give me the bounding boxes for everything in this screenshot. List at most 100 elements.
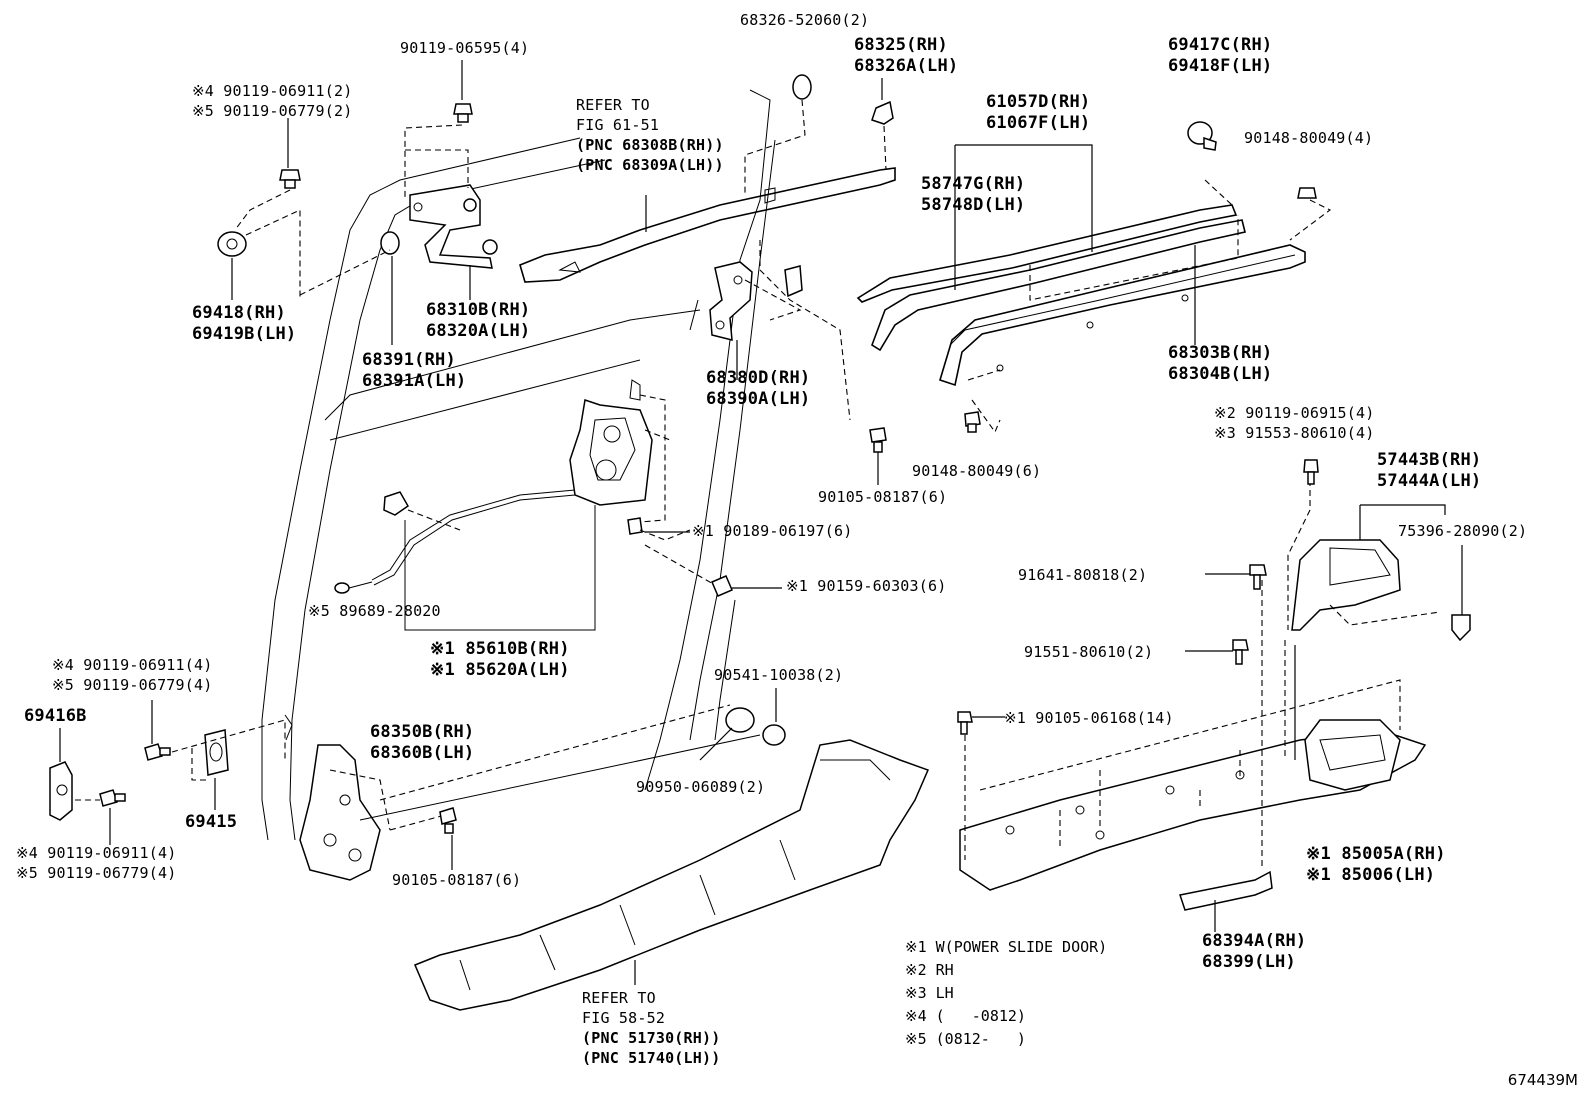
label-90148-80049-6: 90148-80049(6): [912, 462, 1042, 480]
label-group-68391: 68391(RH) 68391A(LH): [362, 350, 466, 392]
refer-top-line-2: FIG 61-51: [576, 116, 660, 134]
label-85005a-rh: ※1 85005A(RH): [1306, 844, 1446, 864]
label-90105-06168: ※1 90105-06168(14): [1004, 709, 1174, 727]
hinge-bracket-68310b: [409, 184, 498, 269]
note-3: ※3 LH: [905, 984, 954, 1002]
label-group-68303b: 68303B(RH) 68304B(LH): [1168, 343, 1272, 385]
upper-rail: [519, 167, 896, 283]
label-group-68325: 68325(RH) 68326A(LH): [854, 35, 958, 77]
refer-top-line-4: (PNC 68309A(LH)): [576, 156, 724, 174]
label-68310b-rh: 68310B(RH): [426, 300, 531, 320]
hinge-68380d: [709, 240, 887, 485]
note-5: ※5 (0812- ): [905, 1030, 1026, 1048]
refer-bot-line-2: FIG 58-52: [582, 1009, 666, 1027]
label-group-refer-61-51: REFER TO FIG 61-51 (PNC 68308B(RH)) (PNC…: [576, 95, 724, 175]
label-68350b-rh: 68350B(RH): [370, 722, 475, 742]
label-68391-rh: 68391(RH): [362, 350, 456, 370]
label-group-68380d: 68380D(RH) 68390A(LH): [706, 368, 810, 410]
leader-lines-top: [231, 60, 887, 345]
label-68326-52060: 68326-52060(2): [740, 11, 870, 29]
label-90119-06911-bot: ※4 90119-06911(4): [16, 844, 177, 862]
label-group-68310b: 68310B(RH) 68320A(LH): [426, 300, 530, 342]
label-69419b-lh: 69419B(LH): [192, 324, 297, 344]
plates-left-bottom: [49, 700, 293, 845]
label-57444a-lh: 57444A(LH): [1377, 471, 1482, 491]
label-68399-lh: 68399(LH): [1202, 952, 1296, 972]
rocker-panel: [414, 739, 930, 1011]
label-90119-06779-bot: ※5 90119-06779(4): [16, 864, 177, 882]
label-group-refer-58-52: REFER TO FIG 58-52 (PNC 51730(RH)) (PNC …: [582, 988, 720, 1068]
label-69417c-rh: 69417C(RH): [1168, 35, 1273, 55]
label-group-90119-bot: ※4 90119-06911(4) ※5 90119-06779(4): [16, 843, 176, 883]
label-90159-60303: ※1 90159-60303(6): [786, 577, 947, 595]
label-group-69417c: 69417C(RH) 69418F(LH): [1168, 35, 1272, 77]
label-group-69418: 69418(RH) 69419B(LH): [192, 303, 296, 345]
diagram-id: 674439M: [1507, 1071, 1578, 1089]
note-2: ※2 RH: [905, 961, 954, 979]
label-61067f-lh: 61067F(LH): [986, 113, 1091, 133]
notes-legend: ※1 W(POWER SLIDE DOOR) ※2 RH ※3 LH ※4 ( …: [905, 936, 1107, 1051]
label-90119-06779-top: ※5 90119-06779(2): [192, 102, 353, 120]
label-90105-08187-top: 90105-08187(6): [818, 488, 948, 506]
label-group-90119-top: ※4 90119-06911(2) ※5 90119-06779(2): [192, 81, 352, 121]
rails-right: [856, 121, 1332, 434]
label-69416b: 69416B: [24, 706, 87, 726]
refer-top-line-1: REFER TO: [576, 96, 650, 114]
label-group-90119-06915: ※2 90119-06915(4) ※3 91553-80610(4): [1214, 403, 1374, 443]
door-lock-85610b: [334, 379, 782, 631]
door-body-outline: [261, 89, 776, 841]
label-85610b-rh: ※1 85610B(RH): [430, 639, 570, 659]
label-57443b-rh: 57443B(RH): [1377, 450, 1482, 470]
label-69418f-lh: 69418F(LH): [1168, 56, 1273, 76]
refer-top-line-3: (PNC 68308B(RH)): [576, 136, 724, 154]
label-68390a-lh: 68390A(LH): [706, 389, 811, 409]
label-85620a-lh: ※1 85620A(LH): [430, 660, 570, 680]
label-68380d-rh: 68380D(RH): [706, 368, 811, 388]
refer-bot-line-4: (PNC 51740(LH)): [582, 1049, 721, 1067]
label-group-68394a: 68394A(RH) 68399(LH): [1202, 931, 1306, 973]
label-68326a-lh: 68326A(LH): [854, 56, 959, 76]
bracket-57443b: [1287, 459, 1471, 642]
label-68304b-lh: 68304B(LH): [1168, 364, 1273, 384]
label-90105-08187-bot: 90105-08187(6): [392, 871, 522, 889]
label-group-61057d: 61057D(RH) 61067F(LH): [986, 92, 1090, 134]
label-68303b-rh: 68303B(RH): [1168, 343, 1273, 363]
note-4: ※4 ( -0812): [905, 1007, 1026, 1025]
label-91641-80818: 91641-80818(2): [1018, 566, 1148, 584]
label-group-85005a: ※1 85005A(RH) ※1 85006(LH): [1306, 844, 1446, 886]
label-68320a-lh: 68320A(LH): [426, 321, 531, 341]
label-69418-rh: 69418(RH): [192, 303, 286, 323]
label-90119-06915: ※2 90119-06915(4): [1214, 404, 1375, 422]
label-group-85610b: ※1 85610B(RH) ※1 85620A(LH): [430, 639, 570, 681]
label-75396-28090: 75396-28090(2): [1398, 522, 1528, 540]
label-58747g-rh: 58747G(RH): [921, 174, 1026, 194]
label-68394a-rh: 68394A(RH): [1202, 931, 1307, 951]
plug-cap: [699, 688, 786, 761]
note-1: ※1 W(POWER SLIDE DOOR): [905, 938, 1108, 956]
label-90541-10038: 90541-10038(2): [714, 666, 844, 684]
label-90119-06911-mid: ※4 90119-06911(4): [52, 656, 213, 674]
label-group-58747g: 58747G(RH) 58748D(LH): [921, 174, 1025, 216]
bolts-top-left: [217, 74, 894, 257]
label-89689-28020: ※5 89689-28020: [308, 602, 441, 620]
label-90119-06779-mid: ※5 90119-06779(4): [52, 676, 213, 694]
label-68360b-lh: 68360B(LH): [370, 743, 475, 763]
refer-bot-line-3: (PNC 51730(RH)): [582, 1029, 721, 1047]
label-85006-lh: ※1 85006(LH): [1306, 865, 1436, 885]
label-68391a-lh: 68391A(LH): [362, 371, 467, 391]
label-68325-rh: 68325(RH): [854, 35, 948, 55]
label-91551-80610: 91551-80610(2): [1024, 643, 1154, 661]
label-90119-06911-top: ※4 90119-06911(2): [192, 82, 353, 100]
label-group-68350b: 68350B(RH) 68360B(LH): [370, 722, 474, 764]
label-69415: 69415: [185, 812, 238, 832]
part-68394a: [1179, 870, 1273, 932]
under-cover-85005a: [957, 564, 1427, 891]
label-group-57443b: 57443B(RH) 57444A(LH): [1377, 450, 1481, 492]
label-group-90119-mid: ※4 90119-06911(4) ※5 90119-06779(4): [52, 655, 212, 695]
label-91553-80610: ※3 91553-80610(4): [1214, 424, 1375, 442]
label-90148-80049-4: 90148-80049(4): [1244, 129, 1374, 147]
label-61057d-rh: 61057D(RH): [986, 92, 1091, 112]
label-90119-06595: 90119-06595(4): [400, 39, 530, 57]
